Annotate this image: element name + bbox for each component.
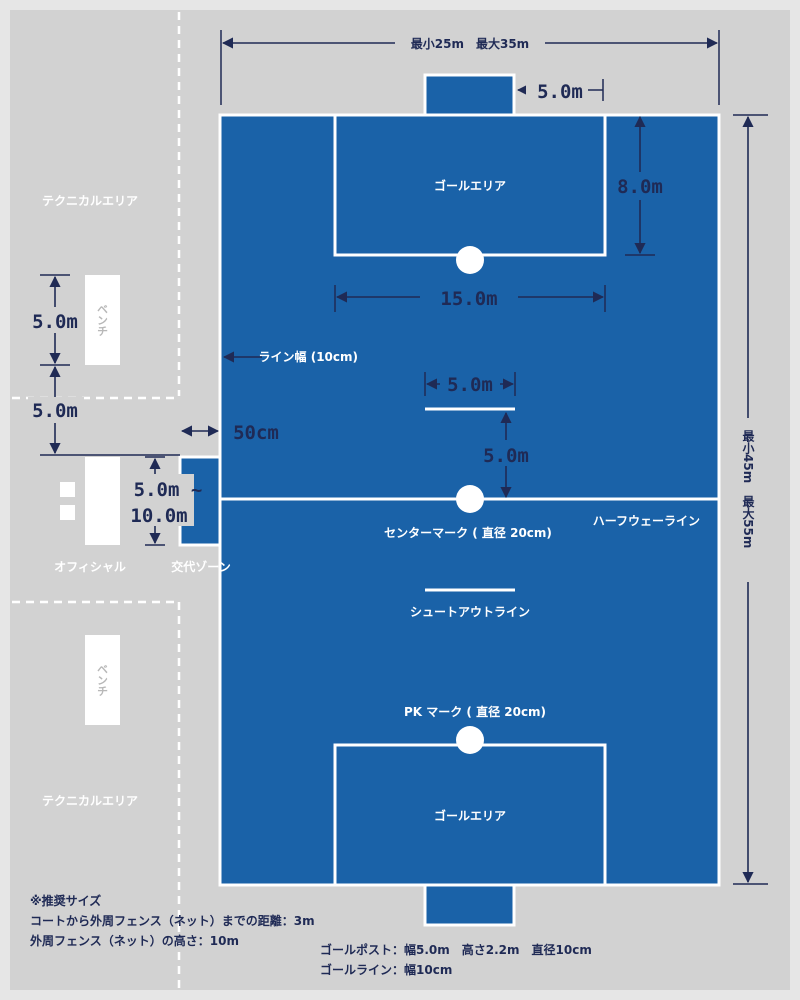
shootout-width-label: 5.0m xyxy=(447,374,493,396)
goal-area-depth-label-bg xyxy=(612,172,668,200)
halfway-line-label: ハーフウェーライン xyxy=(593,514,700,528)
goal-area-depth-label: 8.0m xyxy=(617,176,663,198)
technical-area-boundaries xyxy=(12,12,181,988)
goal-width-label-bg xyxy=(526,76,588,102)
goal-width-label: 5.0m xyxy=(537,81,583,103)
line-width-label: ライン幅 (10cm) xyxy=(259,349,358,364)
top-pk-mark xyxy=(456,246,484,274)
shootout-line-label: シュートアウトライン xyxy=(410,605,530,619)
center-mark-label: センターマーク ( 直径 20cm) xyxy=(384,525,552,540)
bottom-goal xyxy=(423,883,516,927)
goal-post-note: ゴールポスト：幅5.0m 高さ2.2m 直径10cm xyxy=(320,942,592,957)
center-mark xyxy=(456,485,484,513)
bench-top xyxy=(85,275,120,365)
bench-bottom-label: ベンチ xyxy=(96,664,109,697)
top-goal-area-label: ゴールエリア xyxy=(434,178,506,193)
fence-height-note: 外周フェンス（ネット）の高さ：10m xyxy=(30,933,239,948)
official-label: オフィシャル xyxy=(54,560,126,574)
bench-length-label: 5.0m xyxy=(32,311,78,333)
goal-line-note: ゴールライン：幅10cm xyxy=(320,962,452,977)
official-seat-2 xyxy=(60,505,75,520)
official-seat-1 xyxy=(60,482,75,497)
pk-mark-label: PK マーク ( 直径 20cm) xyxy=(404,704,546,719)
bottom-pk-mark xyxy=(456,726,484,754)
fence-distance-note: コートから外周フェンス（ネット）までの距離：3m xyxy=(30,913,315,928)
bench-bottom xyxy=(85,635,120,725)
zone-length-label-1: 5.0m ~ xyxy=(134,479,203,501)
bottom-goal-area-label: ゴールエリア xyxy=(434,808,506,823)
technical-area-bottom-label: テクニカルエリア xyxy=(42,794,138,808)
technical-area-top-label: テクニカルエリア xyxy=(42,194,138,208)
goal-area-width-label: 15.0m xyxy=(440,288,497,310)
bench-top-label: ベンチ xyxy=(96,304,109,337)
official-table xyxy=(85,457,120,545)
bench-length-label-bg xyxy=(28,307,84,333)
bench-gap-label: 5.0m xyxy=(32,400,78,422)
length-range-label: 最小45m 最大55m xyxy=(741,430,755,549)
shootout-distance-label: 5.0m xyxy=(483,445,529,467)
zone-length-label-2: 10.0m xyxy=(130,505,187,527)
shootout-distance-label-bg xyxy=(480,440,532,466)
shootout-width-label-bg xyxy=(440,372,500,396)
top-goal xyxy=(423,73,516,117)
substitution-zone-label: 交代ゾーン xyxy=(171,559,230,574)
recommended-title: ※推奨サイズ xyxy=(30,893,101,908)
zone-length-label-bg xyxy=(126,474,194,526)
width-range-label: 最小25m 最大35m xyxy=(411,36,529,51)
bench-gap-label-bg xyxy=(28,397,84,423)
zone-offset-label: 50cm xyxy=(233,422,279,444)
